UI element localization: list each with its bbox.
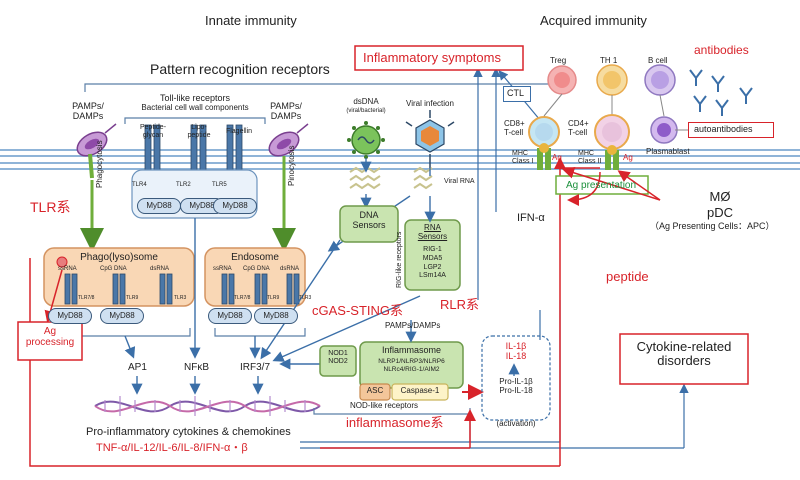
phago-ssrna: ssRNA: [58, 266, 77, 272]
tlr-title: Toll-like receptors: [159, 93, 231, 103]
rna-sensors-items: RIG-1 MDA5 LGP2 LSm14A: [419, 246, 446, 280]
phago-dsrna: dsRNA: [150, 266, 170, 272]
ap1-label: AP1: [128, 362, 147, 373]
activation-label: (activation): [496, 419, 536, 428]
nfkb-label: NFκB: [184, 362, 209, 373]
tlr-subtitle: Bacterial cell wall components: [141, 103, 249, 112]
nod-label: NOD1 NOD2: [328, 350, 348, 365]
viral-infection-label: Viral infection: [406, 99, 454, 108]
acquired-heading: Acquired immunity: [540, 13, 647, 28]
myd88-tlr4: MyD88: [137, 198, 181, 214]
rlr-kei-label: RLR系: [440, 297, 480, 312]
myd88-endo-2: MyD88: [254, 308, 298, 324]
acquired-cells: [528, 64, 678, 150]
rig-like-label: RIG-like receptors: [396, 231, 403, 288]
phago-cpg: CpG DNA: [100, 266, 127, 272]
dsdna-icon: [347, 121, 385, 159]
mhc1-label: MHC Class I: [512, 150, 534, 165]
myd88-tlr5: MyD88: [213, 198, 257, 214]
myd88-phago-2: MyD88: [100, 308, 144, 324]
virus-icon: [405, 110, 455, 168]
rna-sensors-title: RNA Sensors: [417, 223, 448, 241]
antibodies-label: antibodies: [694, 43, 749, 57]
inflammatory-symptoms-box: [354, 45, 524, 71]
pdc-label: pDC: [706, 205, 733, 220]
cytokines-label: Pro-inflammatory cytokines & chemokines: [86, 426, 291, 438]
inflammasome-kei-label: inflammasome系: [346, 415, 444, 430]
ag-label-2: Ag: [623, 153, 633, 162]
mo-label: MØ: [709, 189, 731, 204]
tlr4-label: TLR4: [132, 182, 147, 188]
treg-label: Treg: [550, 56, 567, 65]
inflammasome-title: Inflammasome: [381, 345, 442, 355]
pro-il-label: Pro-IL-1β Pro-IL-18: [499, 377, 533, 395]
asc-label: ASC: [366, 386, 384, 395]
phago-tlr3: TLR3: [174, 295, 187, 301]
phagosome-box: [43, 247, 195, 307]
peptidoglycan-label: Peptide- glycan: [139, 124, 167, 139]
caspase-label: Caspase-1: [400, 386, 440, 395]
myd88-endo-1: MyD88: [208, 308, 252, 324]
tlr5-label: TLR5: [212, 182, 227, 188]
endo-tlr9: TLR9: [267, 295, 280, 301]
pamps-damps-label: PAMPs/DAMPs: [385, 321, 441, 330]
pamps-left-icon: [76, 123, 117, 179]
cell-membrane: [0, 149, 800, 170]
irf-label: IRF3/7: [240, 362, 271, 373]
ag-processing-label: Ag processing: [25, 326, 75, 348]
tlr-kei-label: TLR系: [30, 199, 71, 215]
pamps-right-label: PAMPs/ DAMPs: [270, 101, 302, 121]
inflammasome-members: NLRP1/NLRP3/NLRP6 NLRc4/RIG-1/AIM2: [378, 358, 445, 374]
cytokine-list-label: TNF-α/IL-12/IL-6/IL-8/IFN-α・β: [96, 442, 248, 454]
endo-tlr3: TLR3: [299, 295, 312, 301]
ctl-label: CTL: [507, 88, 525, 98]
pinocytosis-label: Pinocytosis: [287, 145, 296, 186]
phagocytosis-label: Phagocytosis: [95, 140, 104, 188]
ag-label-1: Ag: [552, 153, 562, 162]
phago-tlr78: TLR7/8: [78, 295, 95, 301]
viral-bacterial-label: (viral/bacterial): [346, 108, 386, 114]
apc-label: （Ag Presenting Cells：APC）: [650, 221, 775, 231]
peptide-label: peptide: [606, 269, 649, 284]
pamps-left-label: PAMPs/ DAMPs: [72, 101, 104, 121]
dsdna-label: dsDNA: [353, 97, 379, 106]
plasmablast-label: Plasmablast: [646, 147, 690, 156]
ifn-alpha-label: IFN-α: [517, 212, 545, 224]
dna-sensors-label: DNA Sensors: [352, 210, 386, 230]
dna-helix: [94, 396, 321, 416]
endo-cpg: CpG DNA: [243, 266, 270, 272]
nod-like-label: NOD-like receptors: [350, 401, 419, 410]
innate-heading: Innate immunity: [205, 13, 297, 28]
myd88-phago-1: MyD88: [48, 308, 92, 324]
inflammatory-symptoms-label: Inflammatory symptoms: [363, 50, 501, 65]
endo-ssrna: ssRNA: [213, 266, 232, 272]
cd4-label: CD4+ T-cell: [568, 119, 589, 137]
autoantibodies-label: autoantibodies: [694, 124, 753, 134]
antibodies-icon: [689, 69, 753, 116]
prr-heading: Pattern recognition receptors: [150, 61, 330, 77]
lipopeptide-label: Lipo- peptide: [187, 124, 211, 139]
pamps-right-icon: [268, 123, 309, 157]
cytokine-disorders-label: Cytokine-related disorders: [636, 339, 732, 369]
tlr2-label: TLR2: [176, 182, 191, 188]
flagellin-label: Flagellin: [225, 128, 253, 135]
viral-rna-label: Viral RNA: [444, 178, 475, 185]
bcell-label: B cell: [648, 56, 668, 65]
cd8-label: CD8+ T-cell: [504, 119, 525, 137]
endo-dsrna: dsRNA: [280, 266, 300, 272]
th1-label: TH 1: [600, 56, 618, 65]
endo-tlr78: TLR7/8: [234, 295, 251, 301]
ag-presentation-label: Ag presentation: [566, 180, 637, 191]
endo-title: Endosome: [231, 252, 279, 263]
phago-tlr9: TLR9: [126, 295, 139, 301]
mhc2-label: MHC Class II: [578, 150, 602, 165]
il-label: IL-1β IL-18: [505, 341, 527, 361]
phago-title: Phago(lyso)some: [80, 252, 158, 263]
prr-bracket: [84, 83, 566, 92]
cgas-sting-label: cGAS-STING系: [312, 303, 404, 318]
